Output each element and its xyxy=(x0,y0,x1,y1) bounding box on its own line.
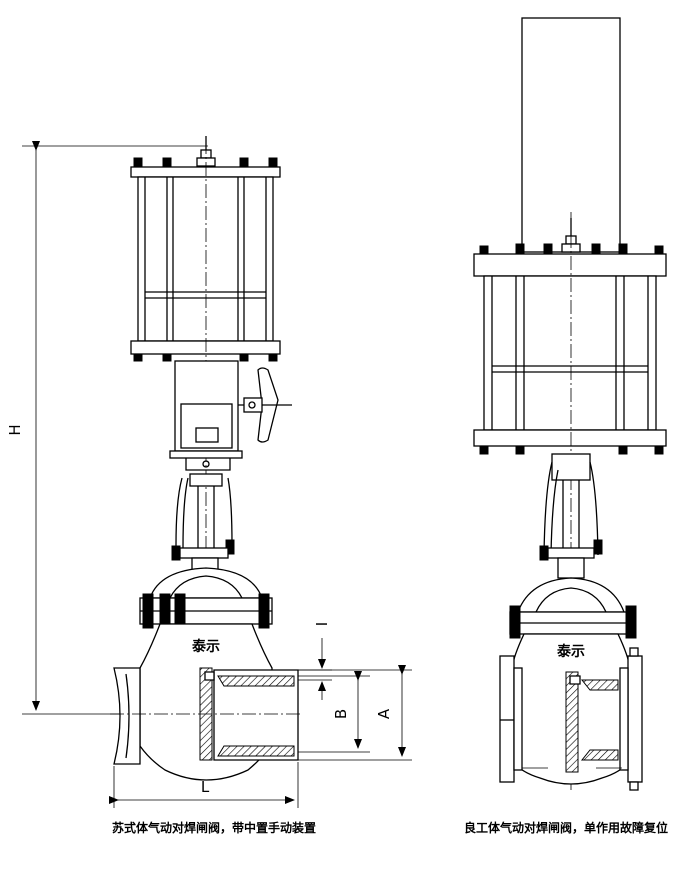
caption-left: 苏式体气动对焊闸阀，带中置手动装置 xyxy=(112,820,316,835)
dimension-l: L xyxy=(109,762,299,808)
dimension-l-label: L xyxy=(201,778,210,796)
left-actuator xyxy=(130,140,281,660)
right-bonnet xyxy=(509,577,637,639)
right-valve: 泰示 良工体气动对焊闸阀，单作用故障复位 xyxy=(464,17,668,835)
dimension-b: B xyxy=(298,671,370,753)
dimension-a: A xyxy=(298,665,412,761)
caption-right: 良工体气动对焊闸阀，单作用故障复位 xyxy=(464,820,668,835)
right-nameplate: 泰示 xyxy=(556,643,585,660)
left-bonnet xyxy=(139,567,273,629)
right-actuator xyxy=(473,212,667,790)
dimension-i: I xyxy=(298,622,332,700)
left-yoke xyxy=(171,473,235,573)
dimension-h-label: H xyxy=(6,424,24,435)
dimension-i-label: I xyxy=(313,622,331,626)
left-manual-gearbox xyxy=(169,360,243,471)
right-body: 泰示 xyxy=(499,633,643,791)
left-valve: H xyxy=(6,136,412,835)
left-nameplate: 泰示 xyxy=(191,638,220,655)
dimension-b-label: B xyxy=(332,709,350,719)
handwheel xyxy=(238,367,292,443)
left-body: 泰示 xyxy=(110,623,300,781)
dimension-a-label: A xyxy=(375,708,393,719)
